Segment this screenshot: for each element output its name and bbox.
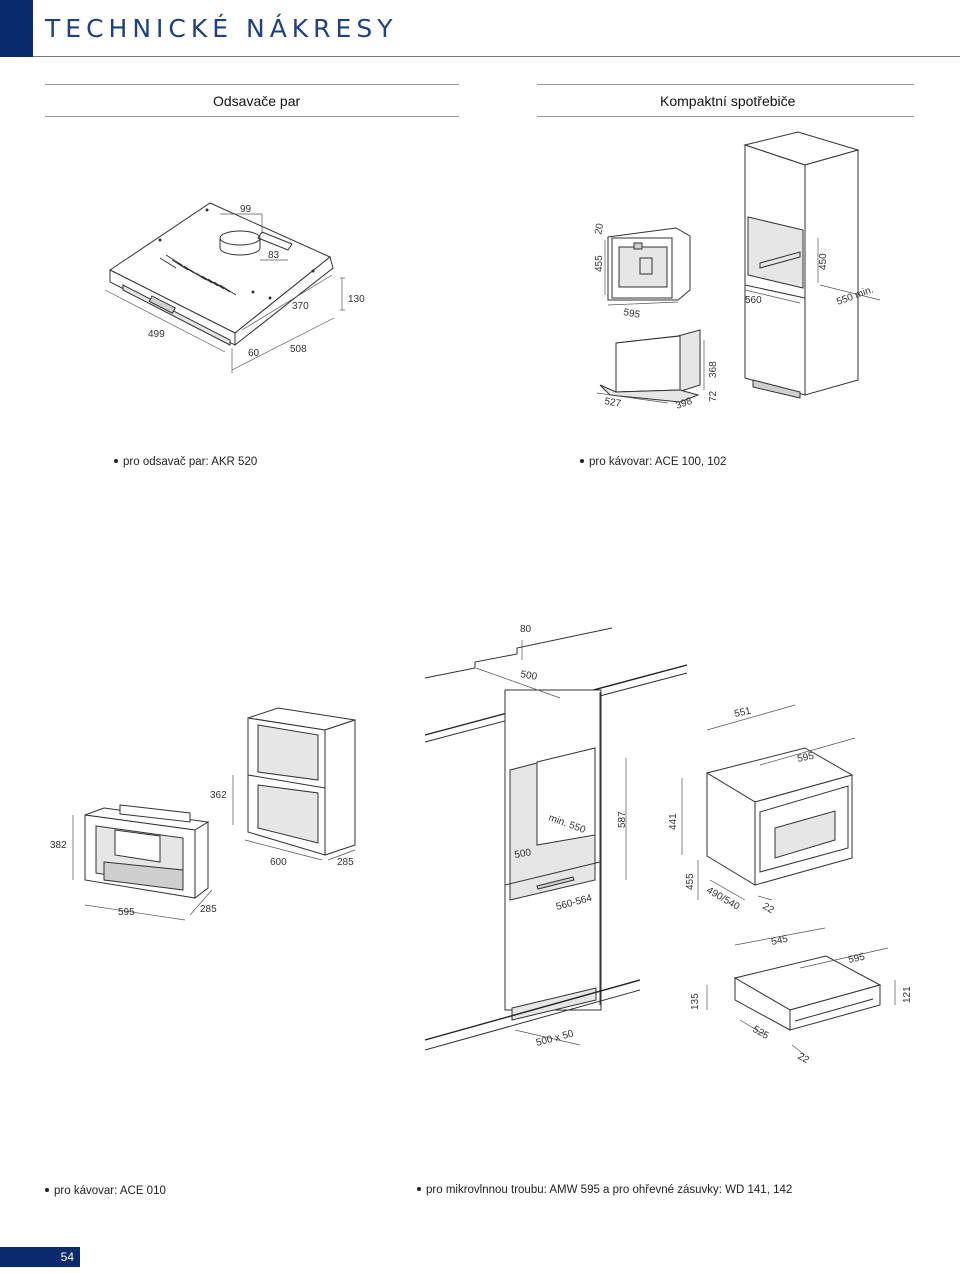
dim-drawer-121: 121 [902,986,913,1003]
header-color-block [0,0,33,57]
dim-mw-490-540: 490/540 [705,885,742,913]
tall-cabinet-drawing: 560 450 550 min. [743,131,881,399]
dim-coffee-527: 527 [603,396,622,410]
caption-coffee-bottom-text: pro kávovar: ACE 010 [54,1185,166,1197]
header-divider [33,56,960,57]
bullet-icon [580,458,584,463]
bullet-icon [114,458,118,463]
dim-drawer-595: 595 [847,952,866,966]
dim-drawer-525: 525 [751,1024,771,1042]
caption-coffee-top-text: pro kávovar: ACE 100, 102 [589,456,727,468]
section-title-hoods: Odsavače par [213,93,301,109]
dim-drawer-22: 22 [796,1051,812,1066]
dim-cabinet-450: 450 [818,253,829,270]
coffee-010-drawing: 382 595 285 [50,804,217,921]
dim-mw-551: 551 [733,706,752,720]
dim-cabinet-560: 560 [745,295,762,306]
page-number: 54 [60,1250,74,1264]
warming-drawer-drawing: 545 595 135 121 525 22 [690,927,913,1066]
section-rule-bottom-right [537,116,914,117]
dim-oven-500a: 500 [519,669,538,683]
dim-010-285a: 285 [200,904,217,915]
caption-hood: pro odsavač par: AKR 520 [114,456,257,468]
caption-hood-text: pro odsavač par: AKR 520 [123,456,258,468]
dim-hood-130: 130 [348,294,365,305]
dim-010-595: 595 [118,907,135,918]
coffee-machine-drawing: 20 455 595 527 398 72 368 [593,222,719,412]
dim-oven-80: 80 [520,624,532,635]
dim-drawer-135: 135 [690,993,701,1010]
dim-hood-60: 60 [248,348,260,359]
caption-coffee-top: pro kávovar: ACE 100, 102 [580,456,726,468]
dim-hood-370: 370 [292,301,309,312]
dim-coffee-20: 20 [593,222,606,235]
section-rule-bottom-left [45,116,459,117]
caption-microwave-text: pro mikrovlnnou troubu: AMW 595 a pro oh… [426,1184,793,1196]
dim-mw-595: 595 [796,751,815,765]
dim-hood-83: 83 [268,250,280,261]
section-title-compact: Kompaktní spotřebiče [660,93,796,109]
dim-hood-99: 99 [240,204,252,215]
dim-mw-455: 455 [685,873,696,890]
dim-oven-587: 587 [617,811,628,828]
dim-drawer-545: 545 [770,934,789,948]
bullet-icon [417,1186,421,1191]
page-number-badge: 54 [0,1247,80,1267]
bullet-icon [45,1187,49,1192]
dim-hood-508: 508 [290,344,307,355]
caption-coffee-bottom: pro kávovar: ACE 010 [45,1185,166,1197]
dim-hood-499: 499 [148,329,165,340]
section-rule-top-right [537,84,914,85]
dim-010-382: 382 [50,840,67,851]
dim-coffee-72: 72 [708,390,719,402]
dim-oven-500x50: 500 x 50 [535,1028,575,1049]
caption-microwave: pro mikrovlnnou troubu: AMW 595 a pro oh… [417,1184,792,1196]
hood-drawing: 99 83 370 130 499 60 508 [104,202,365,373]
dim-coffee-455: 455 [594,255,605,272]
dim-oven-500b: 500 [514,847,533,861]
microwave-drawing: 551 595 441 455 490/540 22 [668,704,856,916]
dim-mw-22: 22 [761,901,777,916]
dim-010-362: 362 [210,790,227,801]
shelf-cabinet-drawing: 362 600 285 [210,707,356,868]
section-rule-top-left [45,84,459,85]
dim-mw-441: 441 [668,813,679,830]
dim-coffee-368: 368 [708,361,719,378]
oven-cabinet-drawing: 80 500 min. 550 587 500 560-564 500 x 50 [424,624,688,1051]
dim-coffee-595: 595 [622,307,641,321]
dim-010-285b: 285 [337,857,354,868]
page-title: TECHNICKÉ NÁKRESY [45,14,398,43]
dim-010-600: 600 [270,857,287,868]
